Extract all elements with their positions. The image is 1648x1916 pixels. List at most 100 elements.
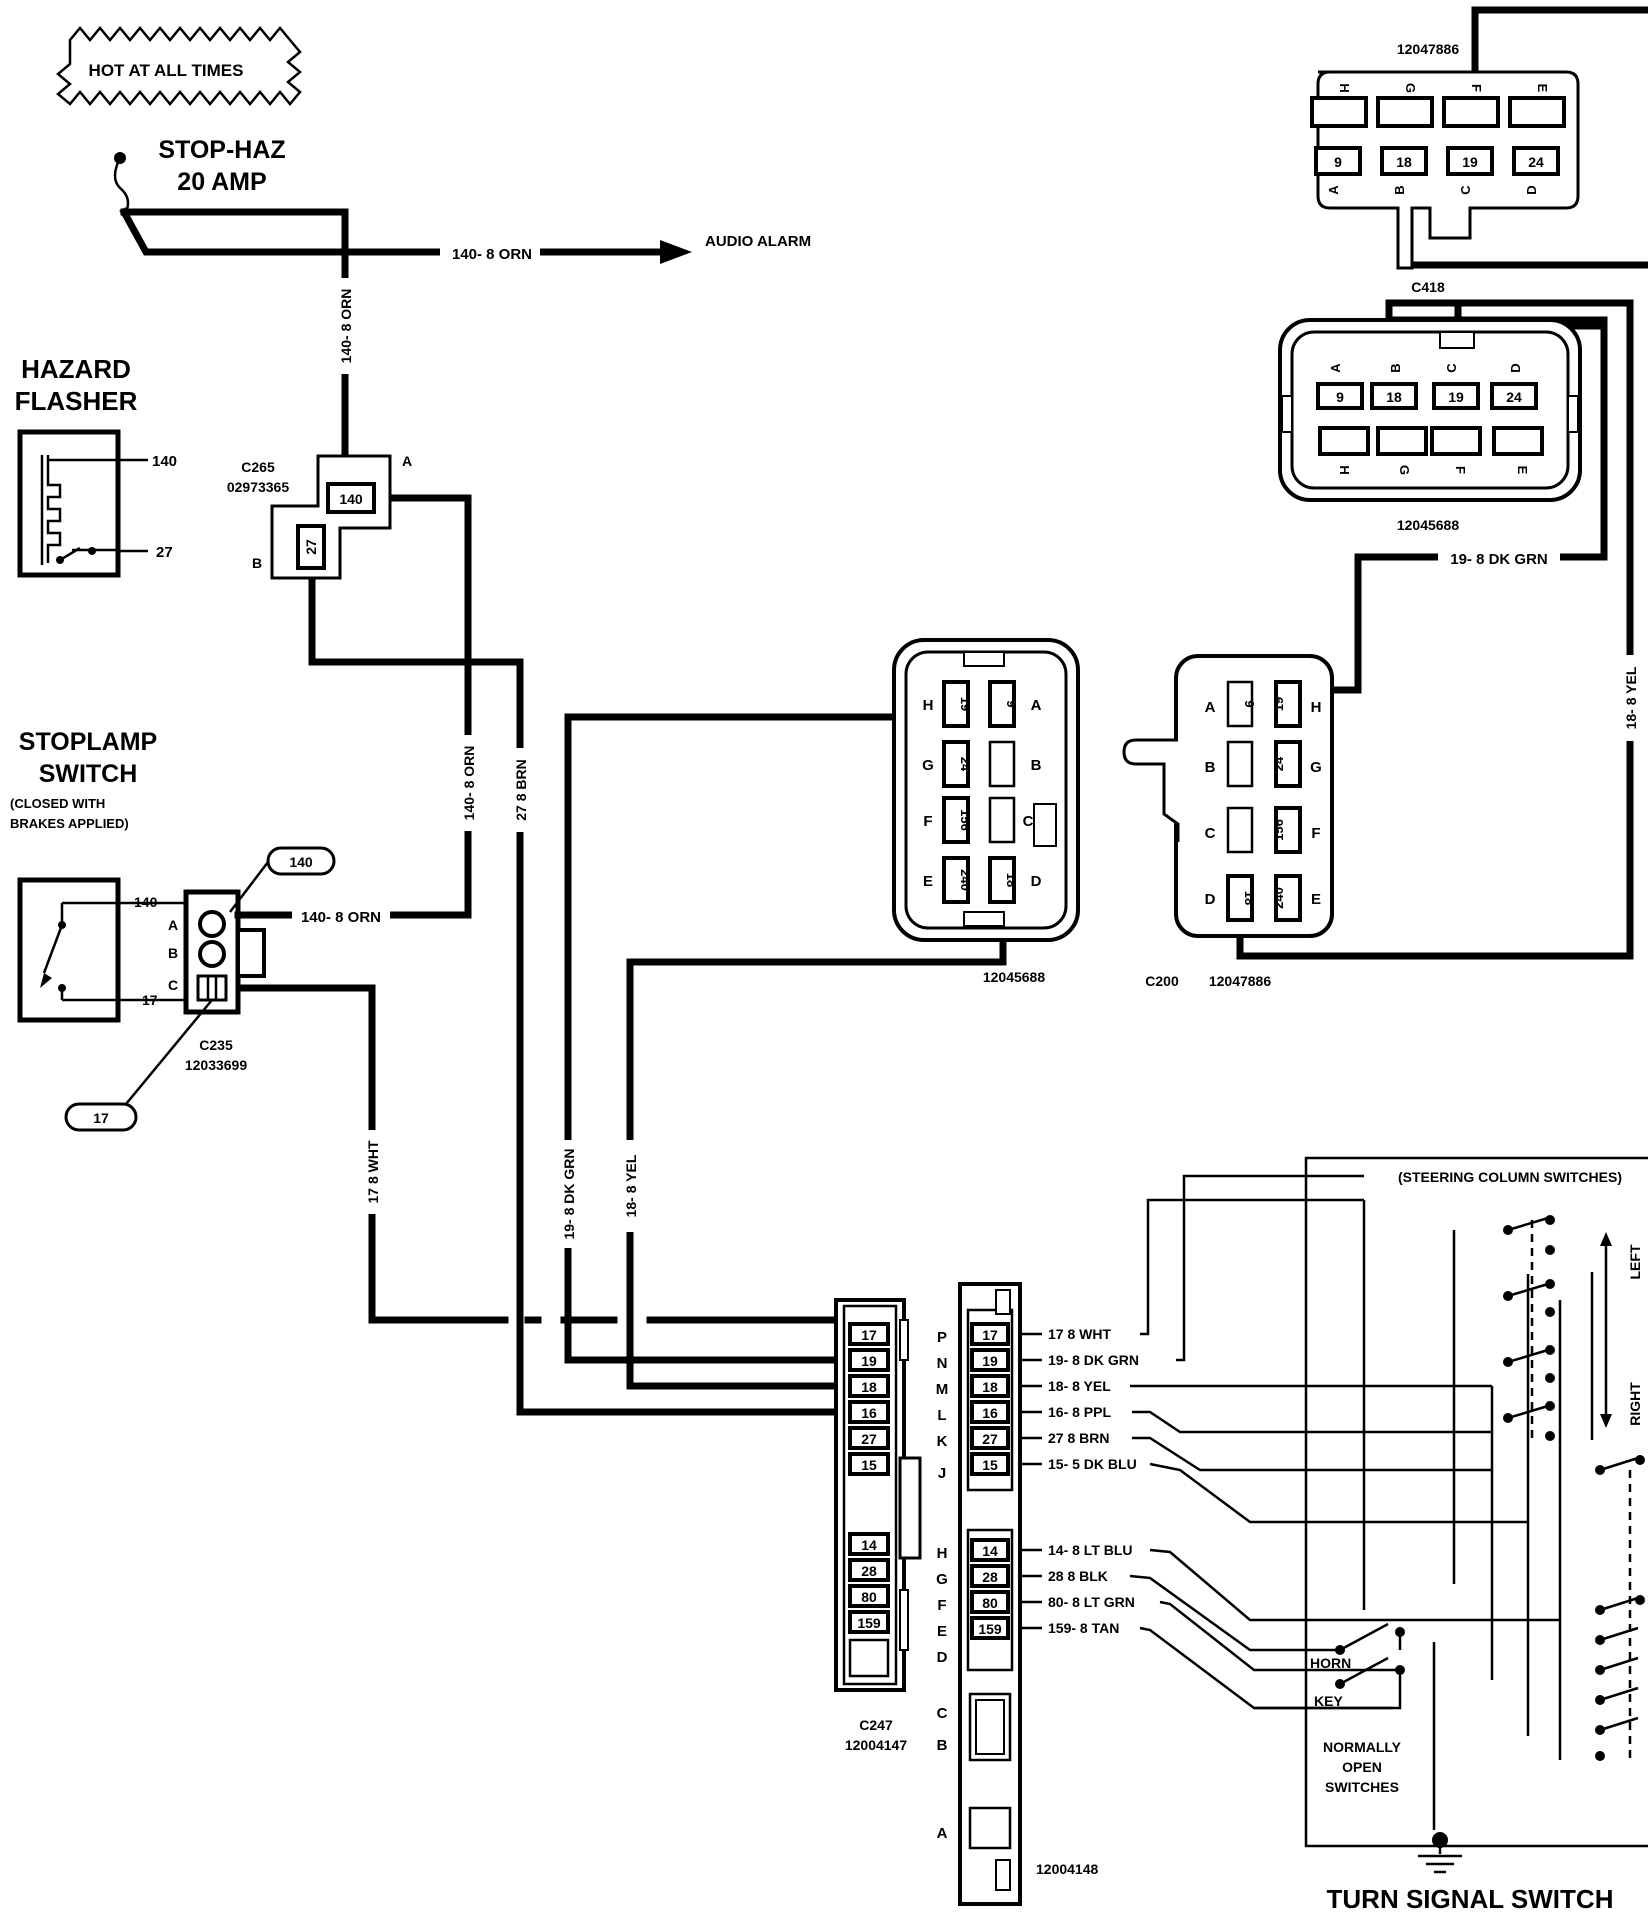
c247-cav-14: 14 bbox=[861, 1537, 877, 1553]
connector-12004148: 17 19 18 16 27 15 14 28 80 159 P N M L K… bbox=[936, 1282, 1099, 1906]
c418-letter-g: G bbox=[1397, 465, 1412, 475]
mid-cav-9: 9 bbox=[1004, 700, 1019, 707]
col-cav-17: 17 bbox=[982, 1327, 998, 1343]
mid-cav-24: 24 bbox=[958, 757, 973, 772]
top-conn-row1-f: F bbox=[1469, 84, 1484, 92]
c418-cav-19: 19 bbox=[1448, 389, 1464, 405]
column-wire-labels: 17 8 WHT 19- 8 DK GRN 18- 8 YEL 16- 8 PP… bbox=[1048, 1326, 1139, 1636]
c418-letter-b: B bbox=[1388, 363, 1403, 372]
c265-part: 02973365 bbox=[227, 479, 290, 495]
col-cav-159: 159 bbox=[978, 1621, 1002, 1637]
top-conn-row1-e: E bbox=[1535, 84, 1550, 93]
c235-name: C235 bbox=[199, 1037, 233, 1053]
c247-cav-15: 15 bbox=[861, 1457, 877, 1473]
c247-cav-19: 19 bbox=[861, 1353, 877, 1369]
c200-name: C200 bbox=[1145, 973, 1179, 989]
c265-cav-140: 140 bbox=[339, 491, 363, 507]
steering-title: (STEERING COLUMN SWITCHES) bbox=[1398, 1169, 1622, 1185]
top-conn-row1: H G F E bbox=[1310, 83, 1566, 128]
left-label: LEFT bbox=[1627, 1244, 1643, 1279]
col-cav-15: 15 bbox=[982, 1457, 998, 1473]
hazard-flasher: HAZARD FLASHER 140 27 bbox=[15, 354, 177, 578]
connector-12045688-mid: 19 24 156 240 H G F E 9 18 A B C D 12045… bbox=[892, 638, 1080, 985]
c418-letter-a: A bbox=[1328, 363, 1343, 373]
key-label: KEY bbox=[1314, 1693, 1343, 1709]
connector-12047886-top: 12047886 H G F E 9 18 19 24 A B C D bbox=[1310, 41, 1580, 270]
wire-label-17-wht: 17 8 WHT bbox=[365, 1140, 381, 1203]
stoplamp-note-2: BRAKES APPLIED) bbox=[10, 816, 129, 831]
c200-letter-d: D bbox=[1205, 891, 1216, 908]
col-wire-18: 18- 8 YEL bbox=[1048, 1378, 1111, 1394]
top-conn-cav-19: 19 bbox=[1462, 154, 1478, 170]
mid-right-column: 9 18 A B C D bbox=[988, 680, 1042, 904]
c418-cav-24: 24 bbox=[1506, 389, 1522, 405]
wire-label-27-brn: 27 8 BRN bbox=[513, 759, 529, 820]
horn-label: HORN bbox=[1310, 1655, 1351, 1671]
col-wire-159: 159- 8 TAN bbox=[1048, 1620, 1119, 1636]
mid-letter-h: H bbox=[923, 697, 934, 714]
col-cav-16: 16 bbox=[982, 1405, 998, 1421]
c235-part: 12033699 bbox=[185, 1057, 248, 1073]
col-cav-18: 18 bbox=[982, 1379, 998, 1395]
c418-cav-9: 9 bbox=[1336, 389, 1344, 405]
c200-letter-f: F bbox=[1311, 825, 1320, 842]
stoplamp-pin-17: 17 bbox=[142, 992, 158, 1008]
c418-name: C418 bbox=[1411, 279, 1445, 295]
mid-letter-b: B bbox=[1031, 757, 1042, 774]
col-letters: P N M L K J H G F E D C B A bbox=[936, 1329, 949, 1842]
c247-part: 12004147 bbox=[845, 1737, 908, 1753]
stoplamp-switch: STOPLAMP SWITCH (CLOSED WITH BRAKES APPL… bbox=[10, 728, 190, 1023]
connector-c265: C265 02973365 140 27 A B bbox=[227, 453, 412, 580]
c200-letter-c: C bbox=[1205, 825, 1216, 842]
normally-open-3: SWITCHES bbox=[1325, 1779, 1399, 1795]
wire-label-19-dkgrn: 19- 8 DK GRN bbox=[561, 1148, 577, 1239]
callout-17: 17 bbox=[93, 1110, 109, 1126]
c247-cavities: 17 19 18 16 27 15 14 28 80 159 bbox=[848, 1322, 890, 1678]
c247-cav-28: 28 bbox=[861, 1563, 877, 1579]
c247-cav-80: 80 bbox=[861, 1589, 877, 1605]
mid-left-column: 19 24 156 240 H G F E bbox=[922, 680, 973, 904]
c200-left-column: 9 18 A B C D bbox=[1205, 680, 1257, 922]
c247-cav-18: 18 bbox=[861, 1379, 877, 1395]
c418-cav-18: 18 bbox=[1386, 389, 1402, 405]
col-wire-19: 19- 8 DK GRN bbox=[1048, 1352, 1139, 1368]
c247-cav-27: 27 bbox=[861, 1431, 877, 1447]
col-letter-a: A bbox=[937, 1825, 948, 1842]
c200-cav-156: 156 bbox=[1271, 819, 1286, 841]
c200-cav-24: 24 bbox=[1271, 756, 1286, 771]
top-conn-row1-g: G bbox=[1403, 83, 1418, 93]
mid-letter-e: E bbox=[923, 873, 933, 890]
wire-label-140-vert-top: 140- 8 ORN bbox=[338, 289, 354, 364]
col-wire-16: 16- 8 PPL bbox=[1048, 1404, 1111, 1420]
hazard-title-2: FLASHER bbox=[15, 386, 138, 416]
c200-cav-18: 18 bbox=[1242, 891, 1257, 905]
mid-letter-d: D bbox=[1031, 873, 1042, 890]
mid-letter-c: C bbox=[1023, 813, 1034, 830]
col-letter-b: B bbox=[937, 1737, 948, 1754]
col-cav-14: 14 bbox=[982, 1543, 998, 1559]
wire-labels-left: 140- 8 ORN AUDIO ALARM 140- 8 ORN 140- 8… bbox=[334, 233, 1641, 1248]
c247-cav-17: 17 bbox=[861, 1327, 877, 1343]
wire-label-140-stoplamp: 140- 8 ORN bbox=[301, 909, 381, 926]
top-conn-cav-18: 18 bbox=[1396, 154, 1412, 170]
c247-cav-16: 16 bbox=[861, 1405, 877, 1421]
wire-label-18-yel-right: 18- 8 YEL bbox=[1623, 666, 1639, 729]
c200-cav-19: 19 bbox=[1271, 697, 1286, 711]
col-letter-g: G bbox=[936, 1571, 948, 1588]
mid-letter-f: F bbox=[923, 813, 932, 830]
hazard-pin-27: 27 bbox=[156, 544, 173, 561]
connector-c200: 9 18 A B C D 19 24 156 240 H G F E C200 … bbox=[1122, 654, 1334, 989]
mid-cav-18: 18 bbox=[1004, 873, 1019, 887]
c200-cav-240: 240 bbox=[1271, 887, 1286, 909]
col-letter-h: H bbox=[937, 1545, 948, 1562]
c247-name: C247 bbox=[859, 1717, 893, 1733]
col-letter-e: E bbox=[937, 1623, 947, 1640]
fuse-rating: 20 AMP bbox=[177, 168, 266, 196]
hazard-pin-140: 140 bbox=[152, 453, 177, 470]
fuse-name: STOP-HAZ bbox=[158, 136, 285, 164]
c418-letter-h: H bbox=[1337, 465, 1352, 474]
col-letter-p: P bbox=[937, 1329, 947, 1346]
col-cav-27: 27 bbox=[982, 1431, 998, 1447]
col-letter-n: N bbox=[937, 1355, 948, 1372]
mid-letter-a: A bbox=[1031, 697, 1042, 714]
